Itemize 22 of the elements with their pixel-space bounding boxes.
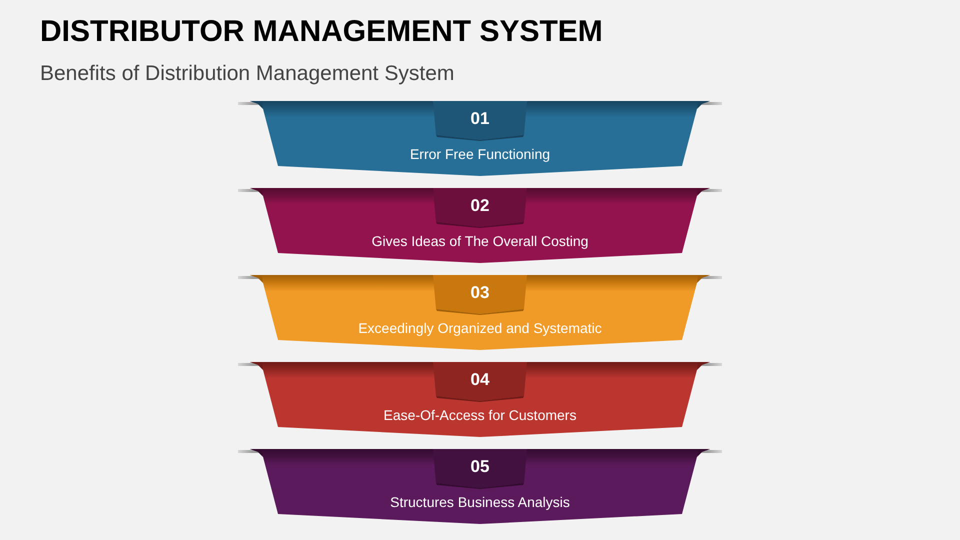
page-subtitle: Benefits of Distribution Management System [40, 62, 454, 86]
step-number: 05 [470, 457, 490, 477]
step-number: 01 [470, 109, 490, 129]
ribbon-banner [238, 275, 722, 352]
benefit-label: Gives Ideas of The Overall Costing [372, 233, 588, 249]
step-number: 02 [470, 196, 490, 216]
number-tab [433, 188, 527, 228]
step-number: 03 [470, 283, 490, 303]
ribbon-banner [238, 101, 722, 178]
number-tab [433, 449, 527, 489]
step-number: 04 [470, 370, 490, 390]
ribbon-banner [238, 449, 722, 526]
benefit-label: Error Free Functioning [410, 146, 550, 162]
benefit-label: Ease-Of-Access for Customers [384, 407, 576, 423]
number-tab [433, 275, 527, 315]
ribbon-banner [238, 362, 722, 439]
ribbon-banner [238, 188, 722, 265]
number-tab [433, 362, 527, 402]
page-title: DISTRIBUTOR MANAGEMENT SYSTEM [40, 15, 603, 49]
benefit-label: Exceedingly Organized and Systematic [358, 320, 602, 336]
benefit-label: Structures Business Analysis [390, 494, 570, 510]
number-tab [433, 101, 527, 141]
